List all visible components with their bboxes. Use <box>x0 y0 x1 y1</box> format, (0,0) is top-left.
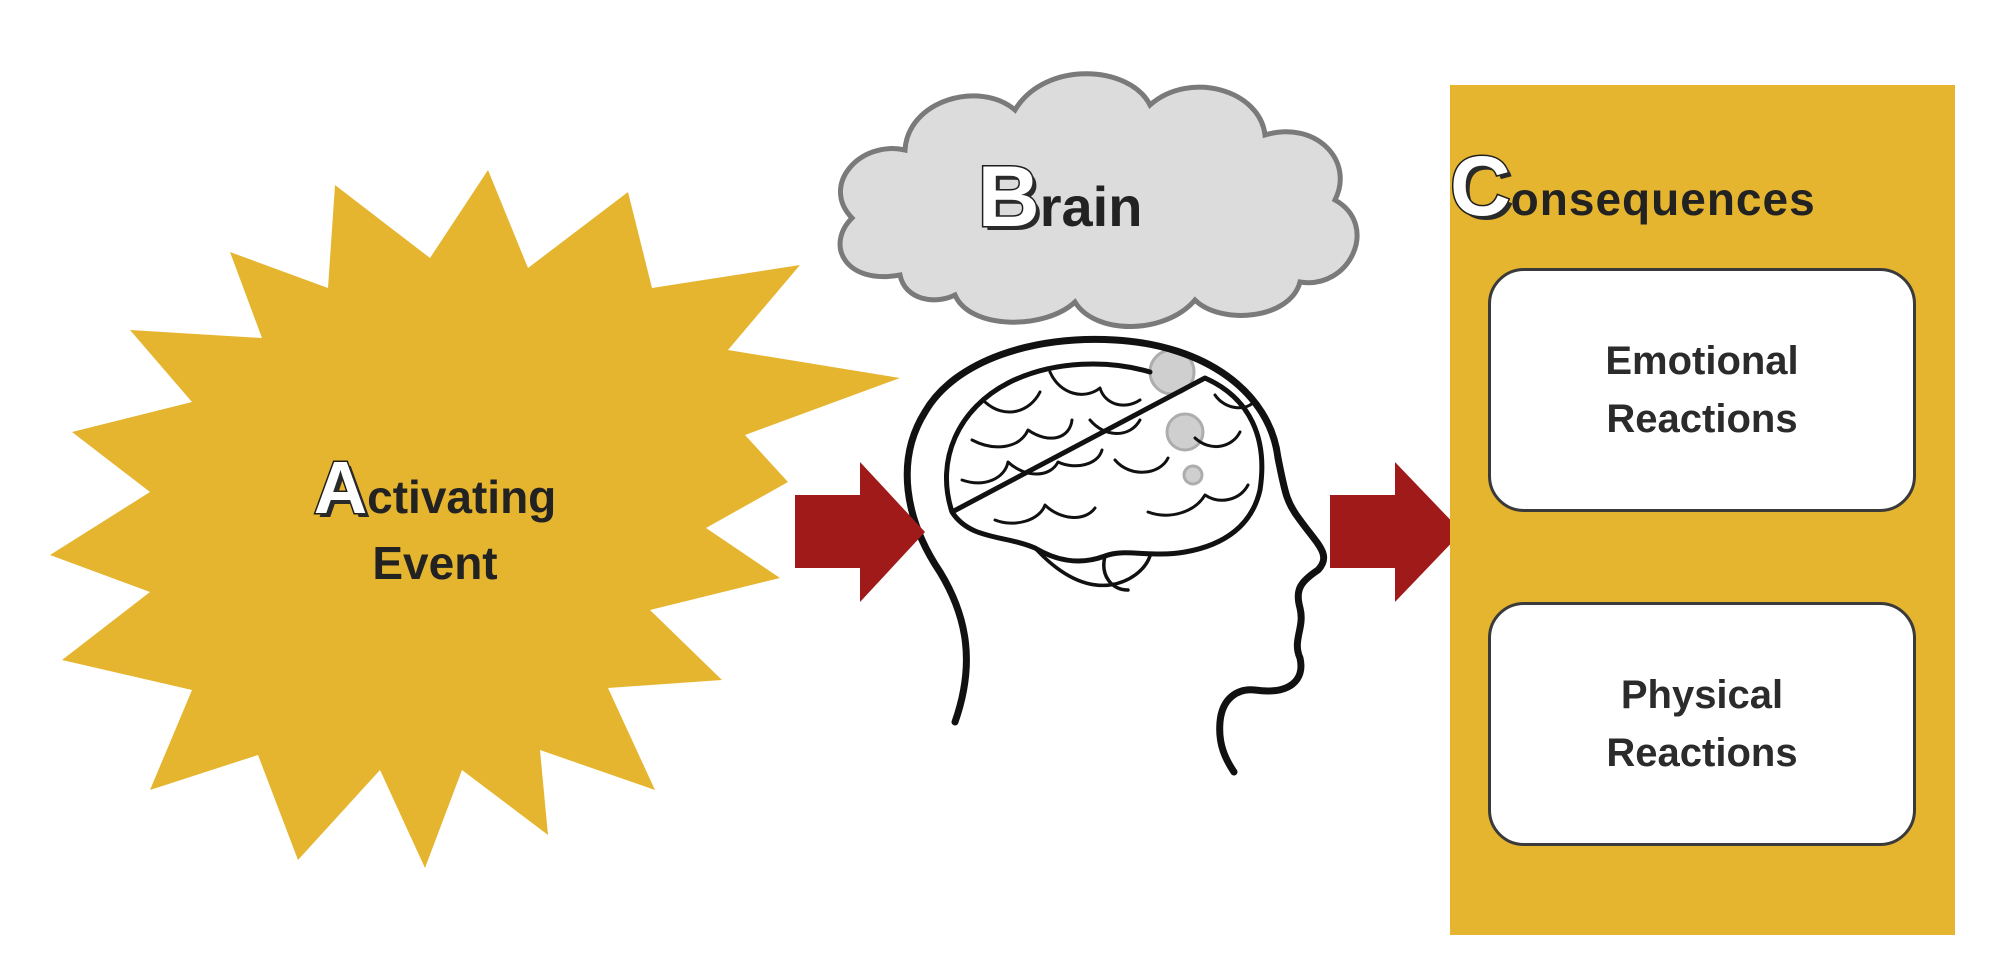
activating-line2: Event <box>372 537 498 589</box>
emotional-reactions-box: Emotional Reactions <box>1488 268 1916 512</box>
consequences-title: Consequences <box>1449 138 1970 235</box>
activating-initial: A <box>312 446 368 529</box>
physical-reactions-box: Physical Reactions <box>1488 602 1916 846</box>
physical-reactions-text: Physical Reactions <box>1606 666 1797 782</box>
head-brain-icon <box>903 335 1328 776</box>
brain-initial: B <box>976 148 1041 247</box>
activating-rest: ctivating <box>367 471 557 523</box>
consequences-rest: onsequences <box>1510 173 1816 225</box>
activating-event-label: Activating Event <box>215 449 655 596</box>
emotional-reactions-text: Emotional Reactions <box>1605 332 1798 448</box>
emotional-line2: Reactions <box>1606 397 1798 441</box>
consequences-initial: C <box>1449 138 1513 235</box>
right-arrow-icon <box>795 462 925 602</box>
emotional-line1: Emotional <box>1605 339 1799 383</box>
right-arrow-icon-2 <box>1330 462 1462 602</box>
thought-cloud-icon <box>837 71 1360 329</box>
activating-starburst-shape <box>50 170 900 868</box>
brain-rest: rain <box>1039 175 1143 238</box>
brain-label: Brain <box>880 148 1240 247</box>
physical-line1: Physical <box>1620 673 1784 717</box>
physical-line2: Reactions <box>1606 731 1798 775</box>
thought-bubbles <box>1148 348 1205 486</box>
